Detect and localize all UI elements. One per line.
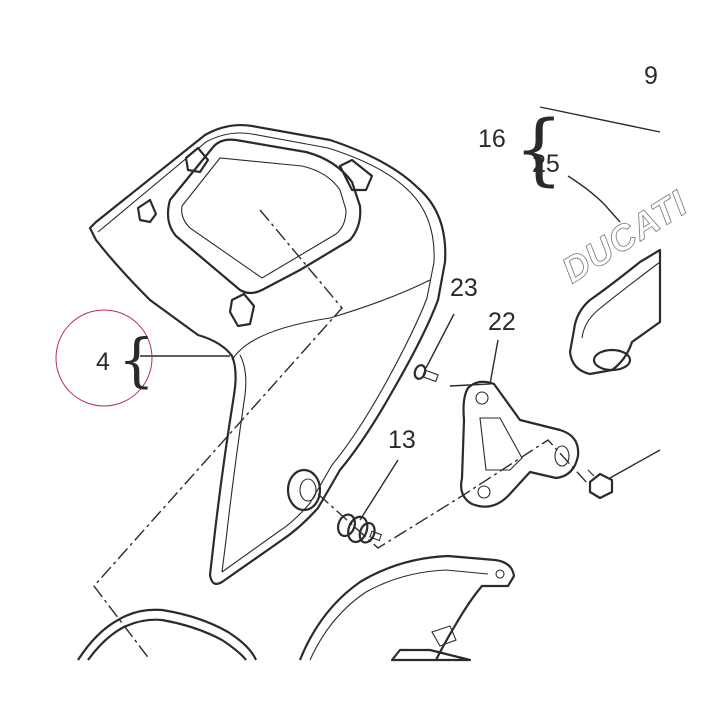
decal-subframe: DUCATI: [554, 182, 695, 376]
screw-icon: [413, 364, 439, 383]
callout-23: 23: [450, 274, 478, 302]
nut-icon: [587, 469, 614, 500]
callout-16: 16: [478, 125, 506, 153]
brace-16: {: [514, 105, 564, 195]
brace-4: {: [118, 326, 155, 394]
highlight-circle: [55, 309, 153, 407]
leader-lines: [140, 106, 661, 521]
callout-25: 25: [532, 150, 560, 178]
assembly-lines: [93, 209, 589, 661]
lower-seal-frame: [77, 608, 258, 661]
callout-13: 13: [388, 426, 416, 454]
bracket-icon: [460, 380, 580, 508]
callout-4: 4: [96, 348, 110, 376]
fairing-panel: [88, 123, 447, 585]
callout-22: 22: [488, 308, 516, 336]
lower-trim-part: [298, 554, 516, 662]
callout-9: 9: [644, 62, 658, 90]
